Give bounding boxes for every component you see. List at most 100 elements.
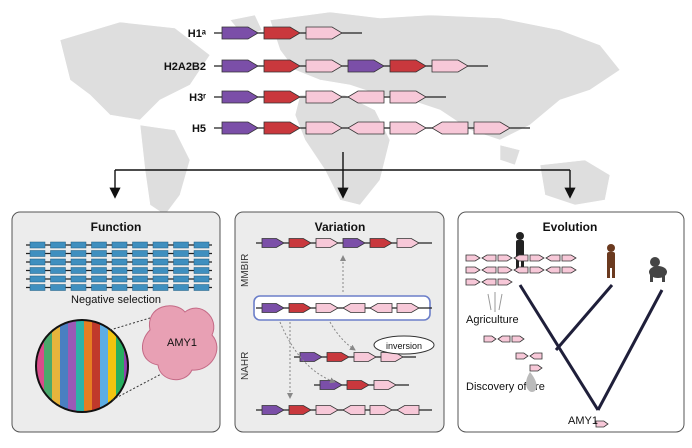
amy-gene-arrow xyxy=(221,59,259,73)
gene-block xyxy=(50,250,66,257)
variation-gene-arrow xyxy=(326,352,350,362)
variation-gene-arrow xyxy=(369,303,393,313)
gene-block xyxy=(29,275,46,283)
gene-block xyxy=(193,275,210,283)
evolution-copy-arrow xyxy=(481,278,497,286)
gene-block xyxy=(29,250,46,257)
gene-block xyxy=(91,284,107,291)
variation-gene-arrow xyxy=(342,303,366,313)
amy-gene-arrow xyxy=(221,26,259,40)
evolution-copy-arrow xyxy=(497,266,513,274)
variation-gene-arrow xyxy=(396,238,420,248)
gene-block xyxy=(50,267,66,274)
archaic-human-silhouette xyxy=(607,244,615,278)
amy-gene-arrow xyxy=(347,90,385,104)
amy-gene-arrow xyxy=(221,121,259,135)
gene-block xyxy=(132,267,148,274)
amy-gene-arrow xyxy=(263,121,301,135)
variation-gene-arrow xyxy=(261,238,285,248)
amy-gene-arrow xyxy=(221,90,259,104)
evolution-copy-arrow xyxy=(595,420,609,428)
evolution-panel: Evolution Agriculture Disco xyxy=(457,211,685,433)
evolution-copy-arrow xyxy=(481,266,497,274)
haplotype-label: H5 xyxy=(192,123,206,135)
evolution-copy-arrow xyxy=(511,335,525,343)
evolution-copy-arrow xyxy=(513,254,529,262)
variation-gene-arrow xyxy=(299,352,323,362)
gene-block xyxy=(29,258,46,266)
evolution-copy-arrow xyxy=(529,266,545,274)
variation-gene-arrow xyxy=(369,238,393,248)
gene-block xyxy=(50,275,66,283)
gene-block xyxy=(132,258,148,266)
variation-gene-arrow xyxy=(342,238,366,248)
gene-block xyxy=(91,250,107,257)
gene-block xyxy=(173,258,189,266)
variation-gene-arrow xyxy=(261,405,285,415)
gene-block xyxy=(91,275,107,283)
gene-block xyxy=(111,284,128,291)
amy-gene-arrow xyxy=(305,59,343,73)
amy-gene-arrow xyxy=(305,121,343,135)
variation-rows xyxy=(256,238,432,415)
haplotype-label: H2A2B2 xyxy=(164,61,206,73)
amy1-protein: AMY1 xyxy=(142,305,218,380)
gene-block xyxy=(193,258,210,266)
variation-gene-arrow xyxy=(396,405,420,415)
amy-gene-arrow xyxy=(263,26,301,40)
amy-gene-arrow xyxy=(431,121,469,135)
gene-block xyxy=(111,275,128,283)
variation-gene-arrow xyxy=(261,303,285,313)
gene-block xyxy=(70,284,87,291)
evolution-copy-arrow xyxy=(529,352,543,360)
gene-block xyxy=(173,284,189,291)
evolution-copy-arrow xyxy=(465,254,481,262)
haplotype-label: H3ʳ xyxy=(189,92,206,104)
chimp-silhouette xyxy=(649,257,667,282)
gene-block xyxy=(70,241,87,249)
evolution-copy-arrow xyxy=(561,266,577,274)
gene-block xyxy=(91,241,107,249)
evolution-copy-arrow xyxy=(481,254,497,262)
gene-block xyxy=(70,267,87,274)
function-panel: Function Negative selection xyxy=(11,211,221,433)
gene-block xyxy=(173,250,189,257)
negative-selection-caption: Negative selection xyxy=(71,294,161,306)
agriculture-label: Agriculture xyxy=(466,314,519,326)
gene-block xyxy=(152,284,169,291)
gene-block xyxy=(29,284,46,291)
alignment-circle xyxy=(35,317,166,413)
evolution-copy-arrow xyxy=(497,335,511,343)
amy-gene-arrow xyxy=(389,121,427,135)
gene-block xyxy=(132,241,148,249)
amy1-protein-label: AMY1 xyxy=(167,337,197,349)
mmbir-label: MMBIR xyxy=(240,254,251,287)
gene-block xyxy=(173,267,189,274)
world-map xyxy=(59,11,621,216)
fire-icon xyxy=(526,372,537,392)
gene-block xyxy=(132,284,148,291)
evolution-copy-arrow xyxy=(561,254,577,262)
evolution-title: Evolution xyxy=(543,220,598,234)
variation-gene-arrow xyxy=(315,238,339,248)
amy-gene-arrow xyxy=(431,59,469,73)
gene-block xyxy=(152,250,169,257)
variation-gene-arrow xyxy=(315,303,339,313)
gene-block xyxy=(50,258,66,266)
gene-block xyxy=(70,250,87,257)
gene-block xyxy=(50,284,66,291)
gene-block xyxy=(91,258,107,266)
evolution-copy-arrow xyxy=(497,278,513,286)
gene-block xyxy=(29,241,46,249)
variation-gene-arrow xyxy=(342,405,366,415)
evolution-copy-arrow xyxy=(465,266,481,274)
amy-gene-arrow xyxy=(263,90,301,104)
amy-gene-arrow xyxy=(263,59,301,73)
gene-block xyxy=(193,250,210,257)
gene-grid xyxy=(26,241,212,291)
gene-block xyxy=(152,267,169,274)
phylogenetic-tree xyxy=(518,284,664,411)
